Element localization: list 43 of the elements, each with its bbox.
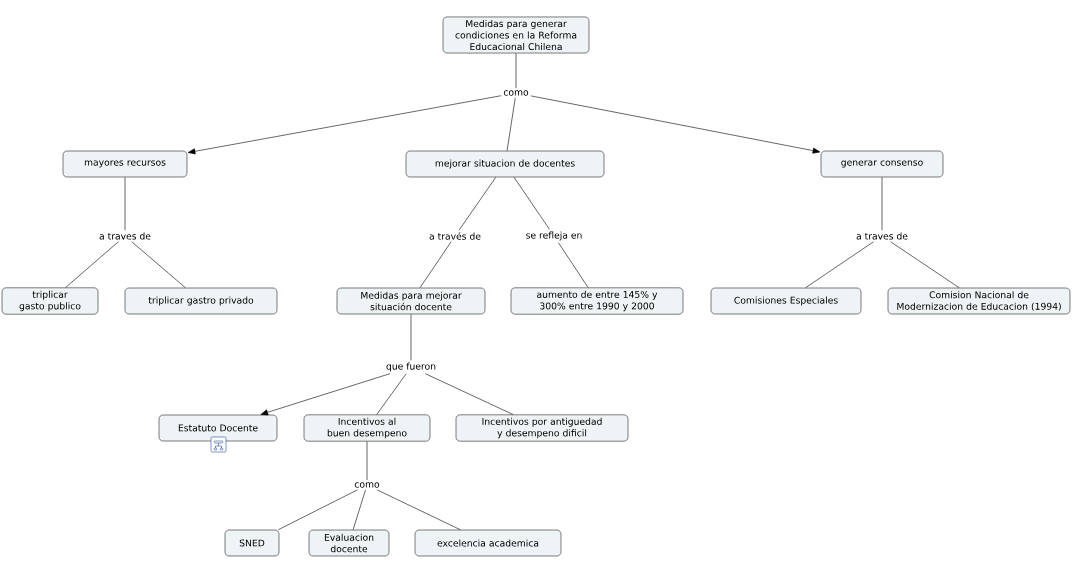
concept-box: Medidas para generar condiciones en la Reforma Educacional Chilena <box>442 16 590 54</box>
concept-box: aumento de entre 145% y 300% entre 1990 y 2000 <box>510 287 684 315</box>
connector <box>376 373 407 415</box>
connector <box>260 373 391 416</box>
connector <box>419 241 452 288</box>
connector <box>366 441 368 481</box>
connector <box>506 97 516 151</box>
concept-box: mayores recursos <box>62 150 188 178</box>
concept-box: Medidas para mejorar situación docente <box>336 287 486 315</box>
connector <box>187 95 502 155</box>
connector <box>352 489 366 530</box>
linking-phrase: a través de <box>427 230 483 242</box>
connector <box>515 53 517 89</box>
connector <box>558 242 589 288</box>
concept-box: Comision Nacional de Modernizacion de Educacion (1994) <box>887 287 1071 315</box>
connector <box>425 373 514 415</box>
connector <box>410 314 412 361</box>
connector <box>376 489 461 530</box>
linking-phrase: a traves de <box>97 230 153 242</box>
connector <box>513 177 550 230</box>
connector <box>458 177 497 231</box>
connector <box>278 489 358 530</box>
concept-box: triplicar gastro privado <box>124 287 278 315</box>
concept-box: SNED <box>224 529 280 557</box>
connector <box>805 241 874 288</box>
connector <box>131 241 186 288</box>
concept-box: Incentivos al buen desempeno <box>303 414 431 442</box>
concept-box: excelencia academica <box>414 529 562 557</box>
concept-box: Estatuto Docente <box>158 414 278 442</box>
concept-box: generar consenso <box>820 150 944 178</box>
connector <box>124 177 126 231</box>
linking-phrase: como <box>352 480 382 490</box>
concept-box: triplicar gasto publico <box>1 287 99 315</box>
linking-phrase: a traves de <box>854 230 910 242</box>
concept-box: Incentivos por antiguedad y desempeno dificil <box>455 414 629 442</box>
connector <box>65 241 119 288</box>
concept-box: mejorar situacion de docentes <box>405 150 605 178</box>
connector <box>530 95 821 154</box>
linking-phrase: como <box>501 88 531 98</box>
concept-box: Comisiones Especiales <box>710 287 862 315</box>
connector <box>881 177 883 231</box>
connector <box>890 241 960 288</box>
concept-box: Evaluacion docente <box>308 529 390 557</box>
